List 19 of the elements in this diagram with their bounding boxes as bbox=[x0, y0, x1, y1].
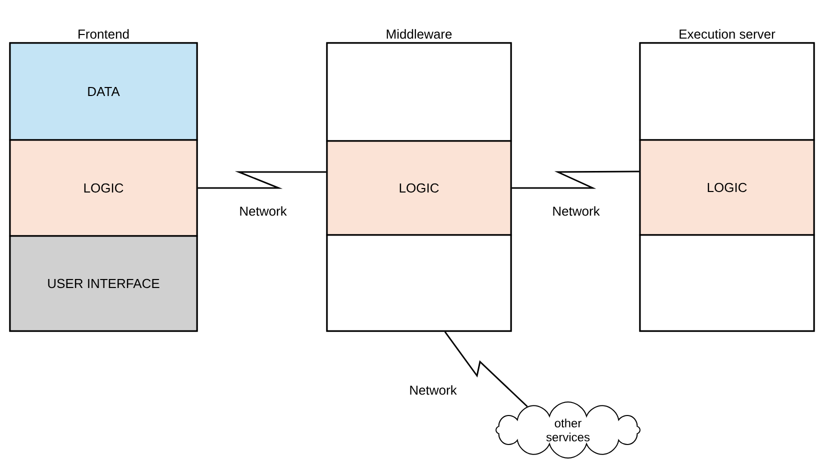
layer-band: USER INTERFACE bbox=[9, 235, 198, 332]
lightning-connector bbox=[198, 171, 326, 189]
layer-band bbox=[326, 42, 512, 142]
edge-label: Network bbox=[240, 206, 287, 216]
layer-band bbox=[326, 234, 512, 332]
edge-label: Network bbox=[410, 385, 457, 395]
lightning-connector bbox=[512, 170, 640, 189]
node-label: Middleware bbox=[386, 29, 452, 39]
layer-band: LOGIC bbox=[326, 140, 512, 236]
layer-band: LOGIC bbox=[639, 139, 815, 236]
layer-band: LOGIC bbox=[9, 139, 198, 237]
edge-label: Network bbox=[553, 206, 600, 216]
layer-band: DATA bbox=[9, 42, 198, 141]
node-label: Frontend bbox=[78, 29, 129, 39]
layer-band bbox=[639, 42, 815, 141]
layer-band bbox=[639, 234, 815, 332]
cloud: other services bbox=[496, 402, 640, 458]
node-label: Execution server bbox=[680, 29, 776, 39]
lightning-connector bbox=[444, 331, 528, 408]
